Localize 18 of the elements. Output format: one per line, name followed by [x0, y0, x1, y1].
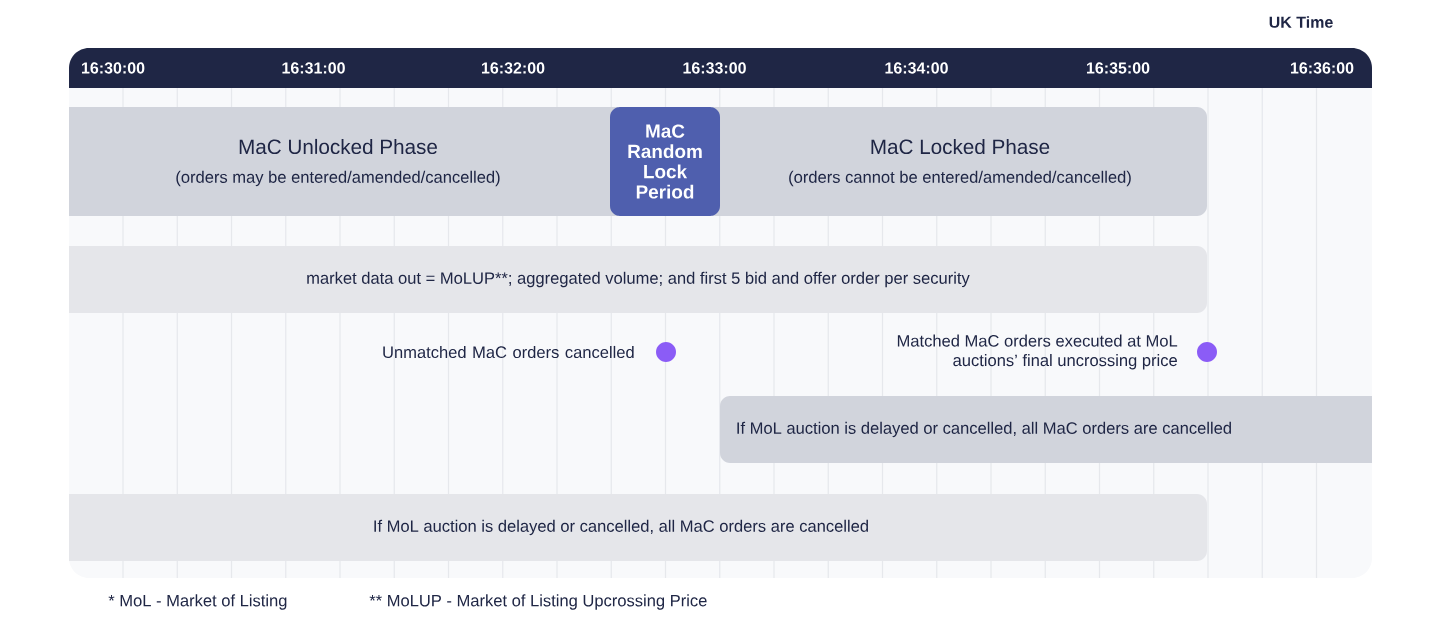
time-label: 16:35:00 [1087, 62, 1150, 74]
time-label: 16:31:00 [282, 62, 345, 74]
time-label: 16:34:00 [885, 62, 948, 74]
time-label: 16:30:00 [82, 62, 145, 74]
lock-period-box: MaC Random Lock Period [610, 107, 720, 216]
info-band: If MoL auction is delayed or cancelled, all MaC orders are cancelled [720, 396, 1372, 463]
event-label: Unmatched MaC orders cancelled [383, 345, 634, 359]
info-band: market data out = MoLUP**; aggregated volume; and first 5 bid and offer order per security [69, 246, 1207, 313]
phase-band: MaC Unlocked Phase (orders may be entered/amended/cancelled) [69, 107, 618, 216]
phase-band: MaC Locked Phase (orders cannot be entered/amended/cancelled) [712, 107, 1207, 216]
axis-title: UK Time [1269, 16, 1333, 28]
event-label: Matched MaC orders executed at MoL auctions’ final uncrossing price [897, 334, 1178, 370]
footnote: * MoL - Market of Listing [108, 594, 287, 610]
footnote: ** MoLUP - Market of Listing Upcrossing Price [369, 594, 707, 610]
time-label: 16:32:00 [482, 62, 545, 74]
time-label: 16:36:00 [1291, 62, 1354, 74]
time-label: 16:33:00 [683, 62, 746, 74]
info-band: If MoL auction is delayed or cancelled, all MaC orders are cancelled [69, 494, 1207, 561]
